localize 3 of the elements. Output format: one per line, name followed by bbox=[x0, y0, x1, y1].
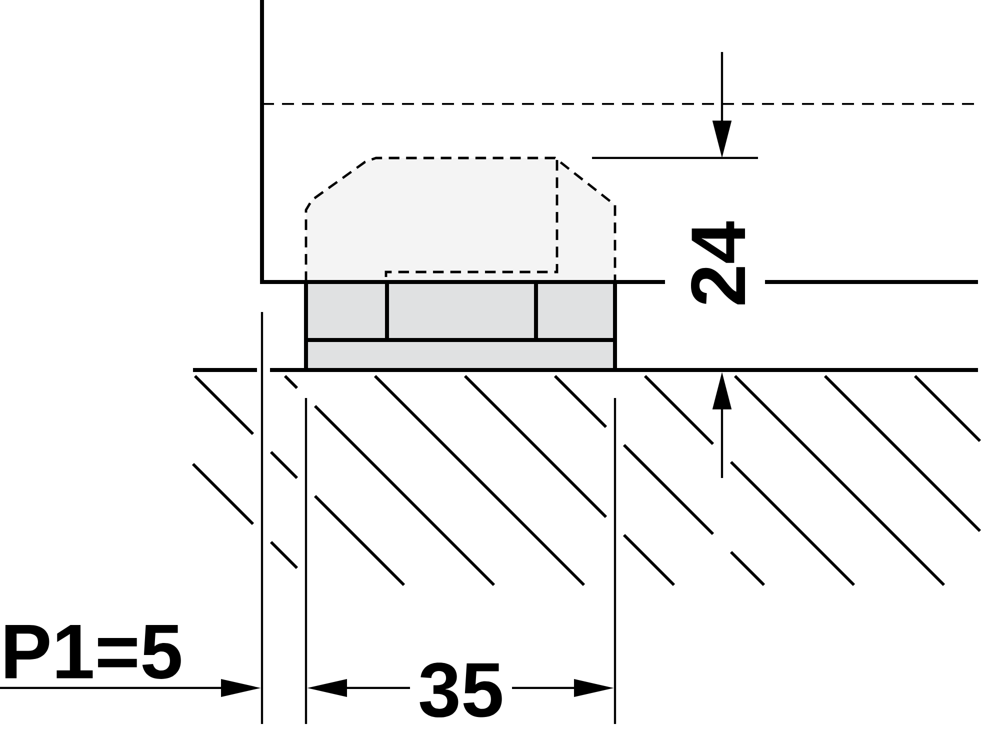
dimension-label: 35 bbox=[420, 662, 502, 718]
dimension-label: 24 bbox=[691, 221, 745, 304]
dimension-label: P1=5 bbox=[5, 625, 181, 679]
